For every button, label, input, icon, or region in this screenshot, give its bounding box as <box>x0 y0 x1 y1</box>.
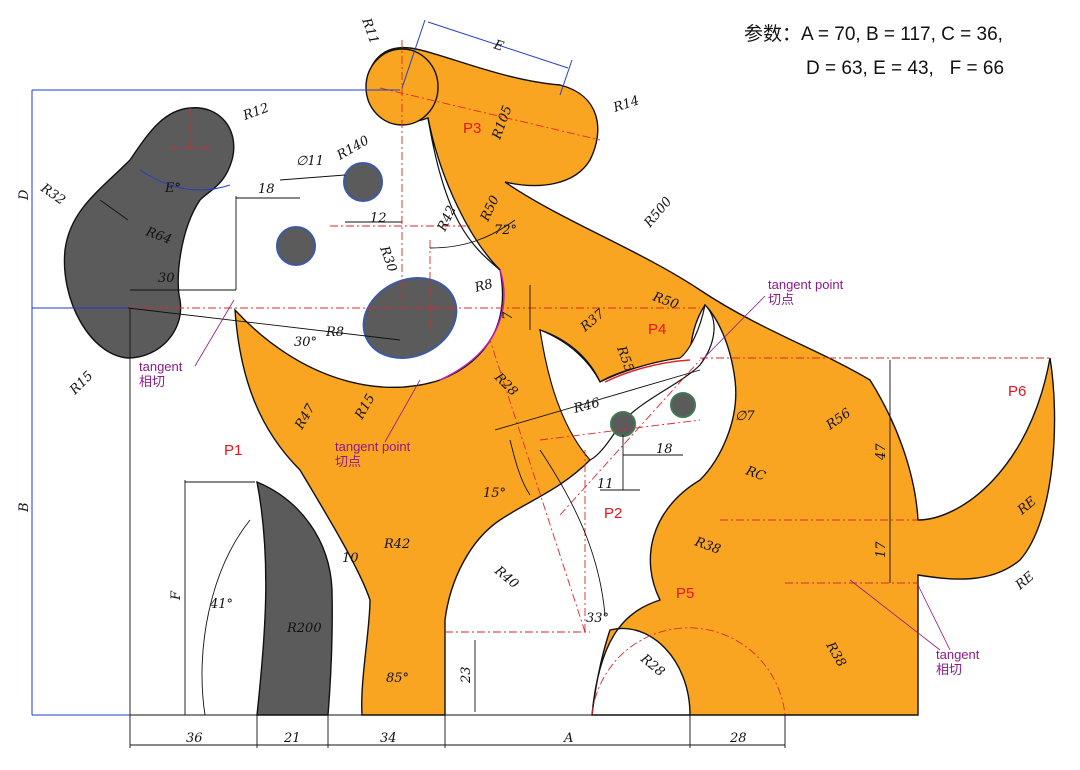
dim-41deg: 41° <box>209 597 233 612</box>
dark-shape-leg <box>256 480 333 716</box>
dim-b34: 34 <box>380 731 397 746</box>
label-p2: P2 <box>604 505 622 522</box>
tangent-arc-face <box>439 269 505 381</box>
arc-dim-33 <box>539 449 606 616</box>
dim-r42a: R42 <box>435 203 460 234</box>
parameter-block: 参数：A = 70, B = 117, C = 36, D = 63, E = … <box>744 18 1004 86</box>
parameter-line-2: D = 63, E = 43, F = 66 <box>806 58 1005 79</box>
note-tangent-point-right: tangent point <box>768 277 844 292</box>
note-tangent-br: tangent <box>936 647 980 662</box>
dim-r15a: R15 <box>67 369 97 399</box>
label-p3: P3 <box>463 120 481 137</box>
label-p6: P6 <box>1008 383 1026 400</box>
dim-r140: R140 <box>334 133 372 164</box>
dim-re2: RE <box>1012 569 1038 594</box>
arc-dim-15 <box>509 439 531 496</box>
dim-b28: 28 <box>729 731 747 746</box>
dim-10: 10 <box>342 551 359 566</box>
hole-left <box>276 226 316 266</box>
parameter-line-1: 参数：A = 70, B = 117, C = 36, <box>744 24 1003 45</box>
dim-f: F <box>169 590 184 601</box>
construction-arc-p5 <box>591 627 786 716</box>
dim-r11: R11 <box>358 15 381 46</box>
dim-ba: A <box>563 731 573 746</box>
dim-r8a: R8 <box>472 277 494 296</box>
dim-rc: RC <box>743 463 768 484</box>
dim-d7: ∅7 <box>735 409 755 424</box>
dim-23: 23 <box>459 666 474 684</box>
label-p4: P4 <box>648 321 666 338</box>
hole-upper <box>343 162 383 202</box>
dim-r30: R30 <box>376 243 399 274</box>
arc-dim-72 <box>429 219 516 249</box>
dim-r28b: R28 <box>637 651 668 680</box>
dim-b21: 21 <box>283 731 301 746</box>
dim-17: 17 <box>874 541 889 558</box>
note-tangent-point-center: tangent point <box>335 439 411 454</box>
dim-d11: ∅11 <box>296 154 324 169</box>
dim-30deg: 30° <box>294 335 317 350</box>
dim-r40: R40 <box>491 563 522 592</box>
hole-small-left <box>610 411 636 437</box>
dim-e: E <box>491 37 506 55</box>
orange-body <box>234 46 1056 716</box>
dim-18b: 18 <box>656 442 673 457</box>
dim-b: B <box>17 502 32 513</box>
dim-15deg: 15° <box>483 486 506 501</box>
blue-dimension-lines <box>31 19 573 716</box>
dim-r8b: R8 <box>325 325 344 340</box>
note-tangent-br-cn: 相切 <box>936 662 962 677</box>
dim-12: 12 <box>370 211 387 226</box>
label-p5: P5 <box>676 585 694 602</box>
dim-b36: 36 <box>186 731 203 746</box>
note-tangent-point-right-cn: 切点 <box>768 292 794 307</box>
hole-small-right <box>670 392 696 418</box>
dim-85deg: 85° <box>386 671 409 686</box>
note-leaders <box>194 295 951 651</box>
construction-lines <box>128 40 1050 633</box>
dim-r12: R12 <box>240 101 271 124</box>
dim-11: 11 <box>597 477 614 492</box>
dim-7: 7 <box>501 311 516 320</box>
point-labels: P1 P2 P3 P4 P5 P6 <box>224 120 1026 602</box>
eye-dark <box>362 277 458 359</box>
dim-r14: R14 <box>611 93 642 116</box>
note-tangent-left: tangent <box>139 359 183 374</box>
arc-dim-41 <box>201 519 251 716</box>
dim-18a: 18 <box>258 182 275 197</box>
label-p1: P1 <box>224 442 242 459</box>
dim-r42b: R42 <box>383 537 410 552</box>
dim-r500: R500 <box>641 194 675 231</box>
dimension-lines <box>99 174 918 748</box>
dim-d: D <box>17 189 32 201</box>
dim-47: 47 <box>874 443 889 461</box>
face-opening <box>539 303 715 461</box>
dim-r32: R32 <box>37 180 68 208</box>
note-tangent-left-cn: 相切 <box>139 374 165 389</box>
dim-33deg: 33° <box>586 611 609 626</box>
dark-shape-left <box>63 107 235 359</box>
dim-30: 30 <box>158 271 175 286</box>
dim-r46: R46 <box>571 396 601 418</box>
notes: tangent 相切 tangent point 切点 tangent poin… <box>139 277 980 677</box>
dim-72: 72° <box>494 223 517 238</box>
dim-r200: R200 <box>286 621 322 636</box>
tangent-arc-p4 <box>604 359 691 383</box>
note-tangent-point-center-cn: 切点 <box>335 454 361 469</box>
dim-e-deg: E° <box>164 181 181 196</box>
